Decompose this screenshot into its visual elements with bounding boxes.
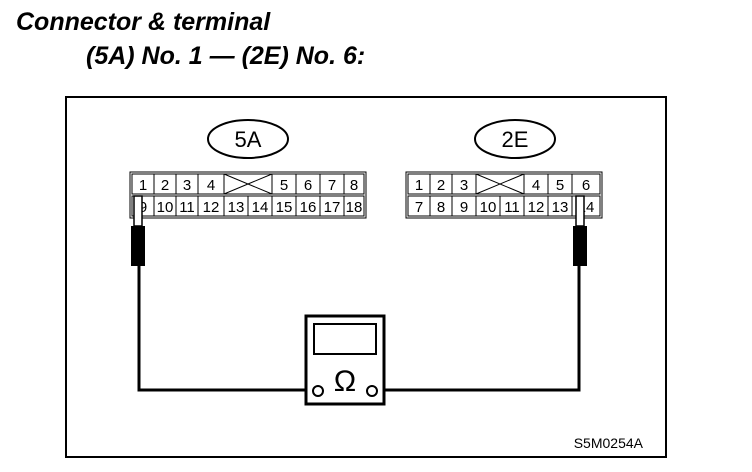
pin-5a-blank-cross-b [223,173,273,195]
pin-5a-8-label: 8 [350,177,358,194]
pin-5a-15-label: 15 [276,199,293,216]
pin-5a-4-label: 4 [207,177,215,194]
pin-2e-12-label: 12 [528,199,545,216]
pin-2e-13-label: 13 [552,199,569,216]
pin-5a-6-label: 6 [304,177,312,194]
ohmmeter-terminal-right [366,385,378,397]
pin-2e-1-label: 1 [415,177,423,194]
probe-wire-left [137,200,312,392]
pin-5a-11-label: 11 [179,199,195,216]
pin-2e-6-label: 6 [582,177,590,194]
connector-2e-pins: 1 2 3 4 5 6 7 8 9 10 11 12 13 14 [407,173,601,217]
pin-5a-9-label: 9 [139,199,147,216]
connector-2e-bubble [474,119,556,159]
pin-5a-1-label: 1 [139,177,147,194]
pin-5a-3-label: 3 [183,177,191,194]
pin-2e-2-label: 2 [437,177,445,194]
pin-2e-8-label: 8 [437,199,445,216]
probe-handle-right [573,226,587,266]
connector-5a-pins: 1 2 3 4 5 6 7 8 9 10 11 12 13 14 15 16 1 [131,173,365,217]
pin-5a-13-label: 13 [228,199,245,216]
connector-5a-label: 5A [235,127,262,152]
ohm-symbol-icon: Ω [334,365,356,398]
probe-tip-right [575,195,585,227]
pin-5a-17-label: 17 [324,199,341,216]
pin-5a-18-label: 18 [346,199,363,216]
probe-handle-left [131,226,145,266]
pin-5a-5-label: 5 [280,177,288,194]
pin-2e-7-label: 7 [415,199,423,216]
pin-5a-7-label: 7 [328,177,336,194]
pin-5a-18 [343,195,365,217]
diagram-frame [65,96,667,458]
pin-5a-8 [343,173,365,195]
pin-2e-3-label: 3 [460,177,468,194]
pin-2e-6 [571,173,601,195]
pin-5a-10-label: 10 [157,199,174,216]
pin-5a-2-label: 2 [161,177,169,194]
ohmmeter-terminal-left [312,385,324,397]
title-line-1: Connector & terminal [16,8,271,36]
pin-5a-12-label: 12 [203,199,220,216]
pin-2e-blank-cross-b [475,173,525,195]
pin-5a-16-label: 16 [300,199,317,216]
pin-2e-5-label: 5 [556,177,564,194]
connector-5a-housing [129,171,367,219]
probe-wire-right [383,200,581,392]
title-line-2: (5A) No. 1 — (2E) No. 6: [86,42,366,70]
pin-2e-10-label: 10 [480,199,497,216]
connector-5a-bubble [207,119,289,159]
pin-5a-14-label: 14 [252,199,269,216]
pin-2e-11-label: 11 [504,199,520,216]
pin-2e-4-label: 4 [532,177,540,194]
connector-2e-housing [405,171,603,219]
pin-2e-9-label: 9 [460,199,468,216]
connector-2e-label: 2E [502,127,529,152]
figure-code: S5M0254A [574,435,644,451]
ohmmeter-display [313,323,377,355]
probe-tip-left [133,195,143,227]
